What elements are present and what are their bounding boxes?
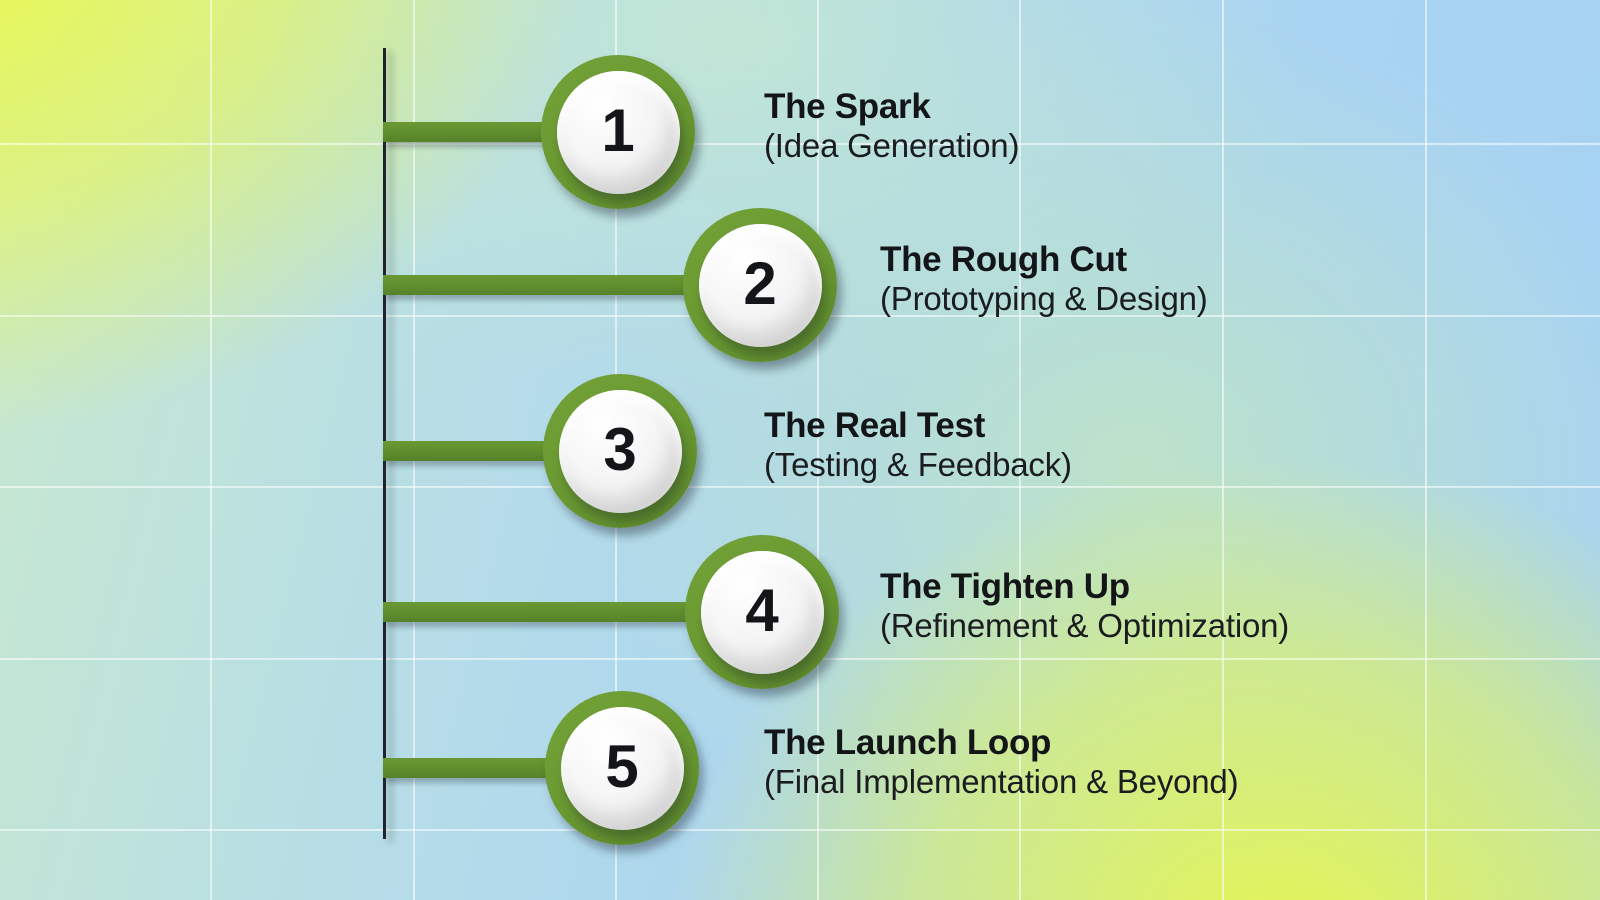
gridline (0, 143, 1600, 145)
gridline (817, 0, 819, 900)
step-circle-face: 3 (558, 389, 682, 513)
gridline (0, 829, 1600, 831)
step-circle: 5 (545, 691, 699, 845)
step-connector-bar (383, 275, 760, 295)
step-title: The Launch Loop (764, 723, 1052, 762)
step-circle: 1 (541, 55, 695, 209)
step-title: The Tighten Up (880, 567, 1130, 606)
step-subtitle: (Idea Generation) (764, 127, 1020, 164)
step-label: The Tighten Up (Refinement & Optimizatio… (880, 567, 1289, 645)
step-circle: 2 (683, 208, 837, 362)
step-number: 3 (603, 416, 637, 483)
step-circle-face: 5 (560, 706, 684, 830)
gridline (210, 0, 212, 900)
step-label: The Launch Loop (Final Implementation & … (764, 723, 1239, 801)
gridline (0, 486, 1600, 488)
step-number: 4 (745, 577, 779, 644)
step-label: The Real Test (Testing & Feedback) (764, 406, 1072, 484)
step-label: The Spark (Idea Generation) (764, 87, 1019, 165)
step-subtitle: (Final Implementation & Beyond) (764, 763, 1239, 800)
gridline (1425, 0, 1427, 900)
gridline (1019, 0, 1021, 900)
step-label: The Rough Cut (Prototyping & Design) (880, 240, 1208, 318)
step-subtitle: (Refinement & Optimization) (880, 607, 1290, 644)
step-connector-bar (383, 602, 762, 622)
step-circle: 3 (543, 374, 697, 528)
step-title: The Real Test (764, 406, 986, 445)
step-title: The Spark (764, 87, 931, 126)
step-number: 2 (743, 250, 777, 317)
step-circle-face: 4 (700, 550, 824, 674)
step-circle-face: 2 (698, 223, 822, 347)
step-circle: 4 (685, 535, 839, 689)
step-subtitle: (Testing & Feedback) (764, 446, 1072, 483)
step-subtitle: (Prototyping & Design) (880, 280, 1208, 317)
step-number: 1 (601, 97, 635, 164)
gridline (1222, 0, 1224, 900)
step-circle-face: 1 (556, 70, 680, 194)
step-title: The Rough Cut (880, 240, 1127, 279)
step-number: 5 (605, 733, 639, 800)
